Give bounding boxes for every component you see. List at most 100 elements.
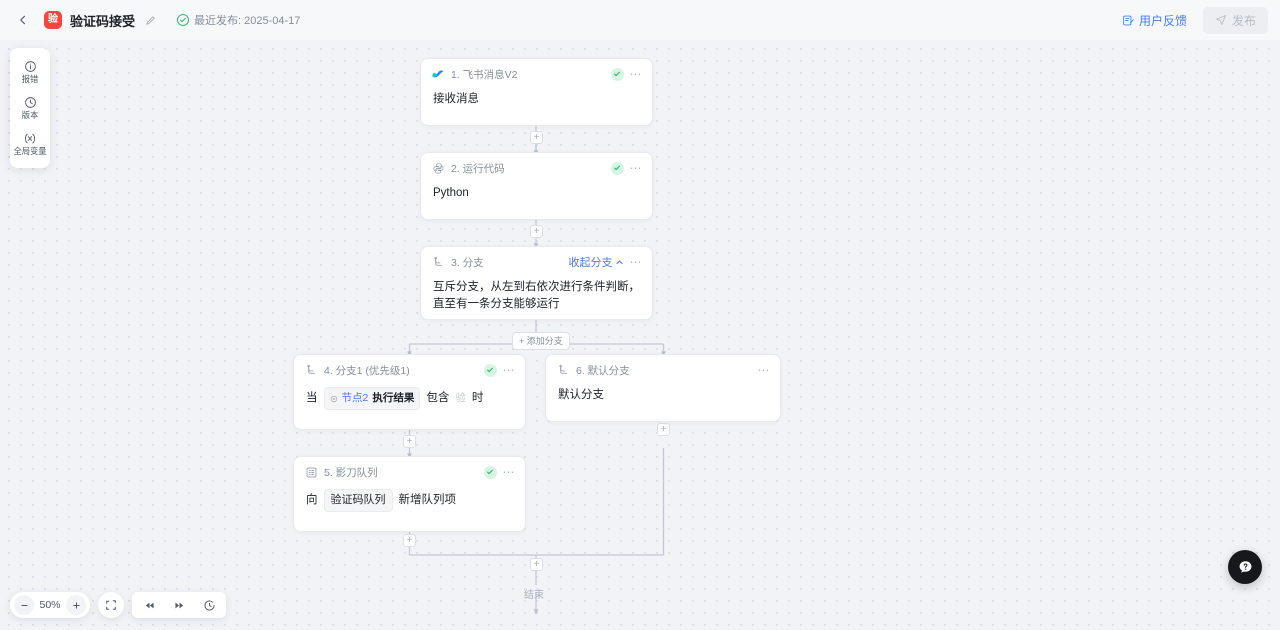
add-node-handle[interactable]: + (530, 225, 543, 238)
zoom-level-value[interactable]: 50% (39, 599, 61, 611)
fast-forward-button[interactable] (168, 595, 190, 615)
node-title: 2. 运行代码 (451, 162, 505, 175)
node-body: 当 节点2 执行结果 包含 验 时 (294, 385, 525, 424)
condition-prefix: 当 (306, 392, 318, 404)
add-node-handle[interactable]: + (403, 435, 416, 448)
collapse-branch-button[interactable]: 收起分支 (569, 254, 624, 270)
action-target-chip[interactable]: 验证码队列 (323, 489, 393, 512)
fit-screen-button[interactable] (100, 595, 122, 615)
node-header-actions: ⋯ (610, 67, 643, 81)
feedback-icon (1123, 15, 1134, 25)
node-body: 默认分支 (558, 389, 604, 401)
add-branch-button[interactable]: + 添加分支 (512, 332, 570, 350)
plus-icon (72, 601, 80, 609)
page-title: 验证码接受 (70, 13, 136, 29)
node-title: 3. 分支 (451, 256, 484, 269)
tool-item-version[interactable]: 版本 (13, 90, 47, 126)
condition-variable-chip[interactable]: 节点2 执行结果 (323, 387, 421, 410)
more-dots-icon[interactable]: ⋯ (629, 67, 642, 81)
help-button[interactable] (1228, 550, 1262, 584)
add-node-handle[interactable]: + (530, 131, 543, 144)
tool-item-errors-label: 报错 (21, 74, 39, 84)
run-history-button[interactable] (198, 595, 220, 615)
workflow-canvas[interactable]: 报错 版本 全局变量 (0, 40, 1280, 630)
python-icon (431, 161, 445, 175)
more-dots-icon[interactable]: ⋯ (629, 161, 642, 175)
action-prefix: 向 (306, 494, 318, 506)
chevron-left-icon (20, 15, 26, 25)
tool-item-version-label: 版本 (21, 110, 39, 120)
node-header-actions: 收起分支 ⋯ (569, 254, 643, 270)
add-node-handle[interactable]: + (403, 534, 416, 547)
fast-forward-icon (174, 602, 183, 608)
node-title: 4. 分支1 (优先级1) (324, 364, 410, 377)
history-clock-icon (203, 599, 215, 611)
node-branch[interactable]: 3. 分支 收起分支 ⋯ 互斥分支，从左到右依次进行条件判断，直至有一条分支能够… (420, 246, 653, 320)
node-yingdao-queue[interactable]: 5. 影刀队列 ⋯ 向 验证码队列 新增队列项 (293, 456, 526, 532)
node-branch-1[interactable]: 4. 分支1 (优先级1) ⋯ 当 节点2 执行结果 (293, 354, 526, 430)
action-row: 向 验证码队列 新增队列项 (306, 489, 513, 512)
node-header: 1. 飞书消息V2 ⋯ (421, 59, 652, 89)
app-badge: 验 (44, 11, 62, 29)
pencil-icon (145, 15, 155, 25)
queue-icon (304, 465, 318, 479)
condition-value: 验 (455, 392, 466, 404)
node-feishu-message[interactable]: 1. 飞书消息V2 ⋯ 接收消息 (420, 58, 653, 126)
node-body: 向 验证码队列 新增队列项 (294, 487, 525, 526)
node-run-code[interactable]: 2. 运行代码 ⋯ Python (420, 152, 653, 220)
fit-screen-group (98, 592, 124, 618)
rename-button[interactable] (143, 13, 157, 27)
node-default-branch[interactable]: 6. 默认分支 ⋯ 默认分支 (545, 354, 781, 422)
condition-row: 当 节点2 执行结果 包含 验 时 (306, 387, 513, 410)
tool-item-global-variables[interactable]: 全局变量 (13, 126, 47, 162)
node-header: 4. 分支1 (优先级1) ⋯ (294, 355, 525, 385)
node-title: 5. 影刀队列 (324, 466, 378, 479)
node-title: 6. 默认分支 (576, 364, 630, 377)
send-icon (1216, 15, 1226, 25)
more-dots-icon[interactable]: ⋯ (502, 363, 515, 377)
node-header-actions: ⋯ (757, 363, 771, 377)
back-button[interactable] (12, 9, 34, 31)
more-dots-icon[interactable]: ⋯ (757, 363, 770, 377)
playback-control-group (132, 592, 226, 618)
more-dots-icon[interactable]: ⋯ (629, 255, 642, 269)
publish-button[interactable]: 发布 (1202, 6, 1268, 34)
zoom-in-button[interactable] (66, 595, 86, 615)
info-circle-icon (24, 59, 37, 73)
node-header-actions: ⋯ (610, 161, 643, 175)
condition-ref-node: 节点2 (341, 392, 369, 404)
check-ok-icon (610, 161, 624, 175)
workflow-edges (407, 126, 666, 615)
check-circle-icon (177, 14, 190, 26)
branch-icon (431, 255, 445, 269)
feishu-icon (431, 67, 445, 81)
top-bar-actions: 用户反馈 发布 (1114, 6, 1268, 34)
node-header: 5. 影刀队列 ⋯ (294, 457, 525, 487)
node-body: 互斥分支，从左到右依次进行条件判断，直至有一条分支能够运行 (433, 281, 640, 310)
check-ok-icon (483, 465, 497, 479)
rewind-button[interactable] (138, 595, 160, 615)
user-feedback-button[interactable]: 用户反馈 (1114, 8, 1195, 33)
variable-icon (22, 131, 38, 145)
node-title: 1. 飞书消息V2 (451, 68, 518, 81)
tool-item-errors[interactable]: 报错 (13, 54, 47, 90)
rewind-icon (145, 602, 154, 608)
add-node-handle[interactable]: + (657, 423, 670, 436)
add-node-handle[interactable]: + (530, 558, 543, 571)
zoom-out-button[interactable] (14, 595, 34, 615)
fit-screen-icon (106, 600, 116, 610)
node-header: 2. 运行代码 ⋯ (421, 153, 652, 183)
top-bar: 验 验证码接受 最近发布: 2025-04-17 用户反馈 (0, 0, 1280, 40)
condition-operator: 包含 (426, 392, 450, 404)
user-feedback-label: 用户反馈 (1138, 13, 1187, 28)
node-body: 接收消息 (433, 93, 479, 105)
canvas-tool-panel: 报错 版本 全局变量 (10, 48, 50, 168)
end-label: 结束 (524, 590, 544, 601)
action-verb: 新增队列项 (398, 494, 457, 506)
branch-icon (556, 363, 570, 377)
publish-status-text: 最近发布: 2025-04-17 (194, 15, 301, 27)
more-dots-icon[interactable]: ⋯ (502, 465, 515, 479)
condition-suffix: 时 (471, 392, 484, 404)
node-header: 6. 默认分支 ⋯ (546, 355, 780, 385)
